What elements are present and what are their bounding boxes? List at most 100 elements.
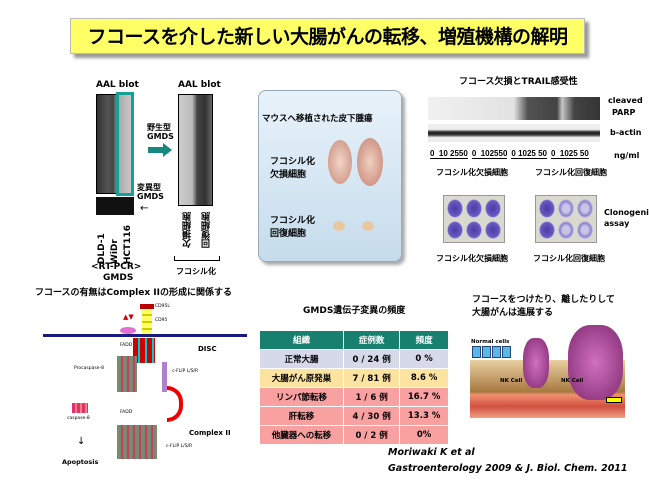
table-cell: リンパ節転移 xyxy=(259,387,344,407)
nk-cell-label: NK Cell xyxy=(561,378,584,384)
aal-blot-label-2: AAL blot xyxy=(178,80,221,90)
lane-label: 欠損細胞 xyxy=(183,212,193,248)
trail-title: フコース欠損とTRAIL感受性 xyxy=(459,77,578,87)
fadd-icon xyxy=(133,338,155,363)
column-header: 症例数 xyxy=(342,330,401,350)
cd95-label: CD95 xyxy=(155,318,168,323)
caspase8-icon xyxy=(72,403,88,413)
caspase8-label: caspase-8 xyxy=(67,416,90,421)
wild-label-1: 野生型 xyxy=(147,123,171,132)
arrow-right-icon xyxy=(606,397,622,403)
table-cell: 正常大腸 xyxy=(259,349,344,369)
parp-label: PARP xyxy=(612,108,636,117)
table-cell: 7 / 81 例 xyxy=(342,368,401,388)
slide-title: フコースを介した新しい大腸がんの転移、増殖機構の解明 xyxy=(70,18,585,54)
group-label: フコシル化回復細胞 xyxy=(535,168,607,177)
dose-labels: 0 1025 50 xyxy=(551,149,589,159)
tumor-cells-icon xyxy=(568,325,623,400)
table-cell: 大腸がん原発巣 xyxy=(259,368,344,388)
citation-journals: Gastroenterology 2009 & J. Biol. Chem. 2… xyxy=(388,463,628,474)
table-heading: GMDS遺伝子変異の頻度 xyxy=(303,306,406,316)
assay-label: assay xyxy=(604,219,630,228)
nk-cell-label: NK Cell xyxy=(500,378,523,384)
table-cell: 4 / 30 例 xyxy=(342,406,401,426)
parp-blot xyxy=(428,97,600,120)
arrow-right-icon xyxy=(148,143,172,157)
disc-label: DISC xyxy=(198,345,217,353)
table-cell: 0 % xyxy=(399,349,449,369)
apoptosis-label: Apoptosis xyxy=(62,458,99,466)
membrane xyxy=(43,334,247,337)
normal-cells-icon xyxy=(472,346,511,358)
cleaved-label: cleaved xyxy=(608,96,643,105)
table-cell: 13.3 % xyxy=(399,406,449,426)
aal-blot-label: AAL blot xyxy=(96,80,139,90)
dose-labels: 0 102550 xyxy=(471,149,508,159)
actin-label: b-actin xyxy=(610,128,642,137)
tumor-image xyxy=(357,138,383,186)
table-cell: 0% xyxy=(399,425,449,445)
progress-heading-1: フコースをつけたり、離したりして xyxy=(472,295,615,305)
aal-blot-image-2 xyxy=(178,94,213,206)
column-header: 組織 xyxy=(259,330,344,350)
column-header: 頻度 xyxy=(399,330,449,350)
procaspase-label: Procaspase-8 xyxy=(74,366,104,371)
deficient-label-1: フコシル化 xyxy=(270,157,316,167)
plate-label: フコシル化欠損細胞 xyxy=(436,254,508,263)
complex2-label: Complex II xyxy=(189,429,231,437)
table-cell: 他臓器への転移 xyxy=(259,425,344,445)
normal-cells-label: Normal cells xyxy=(471,339,510,345)
table-cell: 8.6 % xyxy=(399,368,449,388)
cd95l-icon xyxy=(140,304,154,309)
plate-label: フコシル化回復細胞 xyxy=(533,254,605,263)
cd95-icon xyxy=(142,309,152,334)
ligand-icon: ▲▼ xyxy=(123,313,134,321)
arrow-down-icon: ↓ xyxy=(77,436,86,447)
dose-labels: 0 1025 50 xyxy=(511,149,547,159)
actin-blot xyxy=(428,124,600,142)
lane-label: DLD-1 xyxy=(97,233,107,265)
bracket xyxy=(174,256,220,261)
recovered-label-2: 回復細胞 xyxy=(270,229,307,239)
cd95l-label: CD95L xyxy=(155,304,170,309)
clonogenic-plate xyxy=(535,195,597,243)
tumor-image xyxy=(362,221,374,231)
table-cell: 1 / 6 例 xyxy=(342,387,401,407)
arrow-left-icon: ← xyxy=(140,203,149,214)
dose-labels: 0 10 2550 xyxy=(430,149,468,159)
highlight-box xyxy=(116,92,134,196)
wild-label-2: GMDS xyxy=(147,132,174,141)
fadd-label-2: FADD xyxy=(120,410,133,415)
rt-pcr-gel xyxy=(96,197,134,215)
clonogenic-label: Clonogenic xyxy=(604,208,649,217)
table-cell: 0 / 24 例 xyxy=(342,349,401,369)
lane-label: 回復細胞 xyxy=(202,212,212,248)
fadd-label: FADD xyxy=(120,343,133,348)
table-cell: 16.7 % xyxy=(399,387,449,407)
procaspase-icon xyxy=(117,356,137,392)
mouse-panel-title: マウスへ移植された皮下腫瘍 xyxy=(262,114,373,124)
tumor-cells-icon xyxy=(523,338,549,388)
receptor-icon xyxy=(120,327,136,334)
red-arrow-icon xyxy=(167,386,183,422)
table-cell: 肝転移 xyxy=(259,406,344,426)
recovered-label-1: フコシル化 xyxy=(270,216,316,226)
progress-heading-2: 大腸がんは進展する xyxy=(472,308,554,318)
mutant-label-1: 変異型 xyxy=(137,183,161,192)
cflip-icon xyxy=(162,362,167,392)
complex2-icon xyxy=(117,425,157,459)
mutant-label-2: GMDS xyxy=(137,192,164,201)
gmds-label: GMDS xyxy=(103,273,134,283)
table-cell: 0 / 2 例 xyxy=(342,425,401,445)
clonogenic-plate xyxy=(443,195,505,243)
deficient-label-2: 欠損細胞 xyxy=(270,170,307,180)
tumor-image xyxy=(333,221,345,231)
lane-label: HCT116 xyxy=(123,225,133,265)
complex-heading: フコースの有無はComplex IIの形成に関係する xyxy=(35,288,232,298)
aal-blot-image xyxy=(96,94,134,194)
